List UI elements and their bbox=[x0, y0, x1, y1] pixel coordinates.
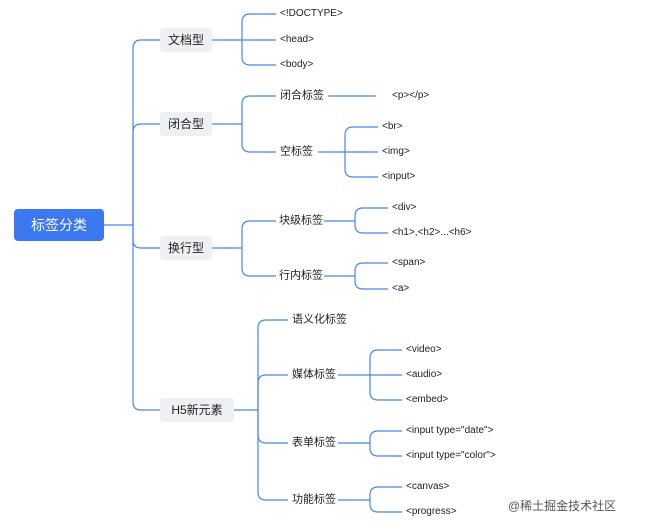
inline-link-branch bbox=[354, 262, 388, 276]
function-link-branch bbox=[369, 500, 402, 513]
root-node: 标签分类 bbox=[14, 209, 104, 241]
category-h5-new-elements: H5新元素 bbox=[160, 398, 234, 422]
leaf-input-date: <input type="date"> bbox=[406, 425, 494, 436]
block-link-branch bbox=[354, 221, 388, 234]
leaf-doctype: <!DOCTYPE> bbox=[280, 8, 343, 19]
h5-link-branch bbox=[257, 319, 288, 410]
closing-link-branch bbox=[241, 124, 276, 153]
h5-link-branch bbox=[257, 374, 288, 410]
media-link-branch bbox=[369, 349, 402, 375]
leaf-input-color: <input type="color"> bbox=[406, 450, 496, 461]
root-link-branch bbox=[132, 39, 160, 225]
group-block-tags: 块级标签 bbox=[279, 214, 323, 227]
leaf-img: <img> bbox=[382, 146, 410, 157]
leaf-canvas: <canvas> bbox=[406, 481, 450, 492]
leaf-br: <br> bbox=[382, 121, 403, 132]
doc-link-branch bbox=[241, 40, 276, 66]
group-inline-tags: 行内标签 bbox=[279, 269, 323, 282]
form-link-branch bbox=[369, 430, 402, 443]
category-closing-type: 闭合型 bbox=[160, 112, 212, 136]
group-semantic-tags: 语义化标签 bbox=[292, 313, 347, 326]
leaf-div: <div> bbox=[392, 202, 417, 213]
function-link-branch bbox=[369, 486, 402, 500]
block-link-branch bbox=[354, 207, 388, 221]
leaf-audio: <audio> bbox=[406, 369, 443, 380]
leaf-p: <p></p> bbox=[392, 90, 430, 101]
closing-link-branch bbox=[241, 95, 276, 124]
leaf-a: <a> bbox=[392, 283, 410, 294]
group-form-tags: 表单标签 bbox=[292, 436, 336, 449]
category-line-break-type: 换行型 bbox=[160, 236, 212, 260]
empty-tag-link-branch bbox=[344, 126, 378, 152]
leaf-headings: <h1>,<h2>...<h6> bbox=[392, 227, 472, 238]
group-closing-tags: 闭合标签 bbox=[280, 89, 324, 102]
empty-tag-link-branch bbox=[344, 152, 378, 178]
leaf-embed: <embed> bbox=[406, 394, 449, 405]
leaf-input: <input> bbox=[382, 171, 416, 182]
root-link-branch bbox=[132, 225, 160, 411]
group-function-tags: 功能标签 bbox=[292, 493, 336, 506]
root-link-branch bbox=[132, 123, 160, 225]
h5-link-branch bbox=[257, 410, 288, 501]
leaf-progress: <progress> bbox=[406, 506, 457, 517]
doc-link-branch bbox=[241, 13, 276, 40]
form-link-branch bbox=[369, 443, 402, 457]
inline-link-branch bbox=[354, 276, 388, 290]
leaf-video: <video> bbox=[406, 344, 442, 355]
group-empty-tags: 空标签 bbox=[280, 145, 313, 158]
media-link-branch bbox=[369, 375, 402, 401]
linebreak-link-branch bbox=[241, 220, 276, 248]
leaf-span: <span> bbox=[392, 257, 426, 268]
h5-link-branch bbox=[257, 410, 288, 444]
root-link-branch bbox=[132, 225, 160, 249]
category-document-type: 文档型 bbox=[160, 28, 212, 52]
linebreak-link-branch bbox=[241, 248, 276, 277]
leaf-head: <head> bbox=[280, 34, 314, 45]
leaf-body: <body> bbox=[280, 59, 314, 70]
watermark: @稀土掘金技术社区 bbox=[508, 499, 617, 513]
group-media-tags: 媒体标签 bbox=[292, 368, 336, 381]
